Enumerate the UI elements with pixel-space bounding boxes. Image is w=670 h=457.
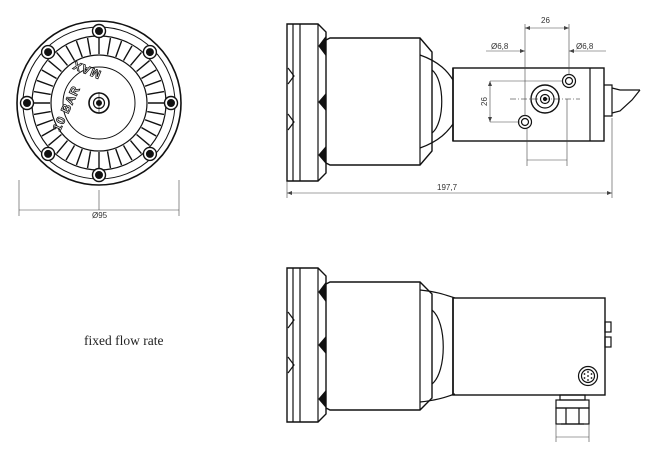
rib-line [122, 145, 133, 161]
emboss-max: MAX [70, 58, 103, 82]
hole-left-label: Ø6,8 [491, 42, 509, 51]
bolt [40, 146, 56, 162]
bolt [163, 95, 179, 111]
diameter-label: Ø95 [92, 211, 108, 220]
overall-length-label: 197,7 [437, 183, 458, 192]
bottom-fitting-dimension [555, 424, 590, 442]
rib-line [75, 40, 83, 58]
rib-line [41, 126, 57, 137]
rib-line [115, 148, 123, 166]
rib-line [86, 37, 92, 55]
bolt [142, 44, 158, 60]
rib-line [47, 60, 62, 73]
rib-line [41, 69, 57, 80]
bolt [19, 95, 35, 111]
rib-line [75, 148, 83, 166]
rib-line [141, 126, 157, 137]
rib-line [56, 51, 69, 66]
bolt [91, 23, 107, 39]
rib-line [56, 140, 69, 155]
emboss-pressure: 10 BAR [50, 83, 83, 133]
rib-line [115, 40, 123, 58]
rib-line [65, 45, 76, 61]
front-view [16, 20, 182, 186]
front-outer-ring [16, 20, 182, 186]
rib-line [106, 151, 112, 169]
rib-line [147, 110, 165, 116]
bolt [40, 44, 56, 60]
side-height-label: 26 [480, 97, 489, 106]
rib-line [136, 60, 151, 73]
top-dim-arrows [287, 26, 612, 195]
rib-line [33, 110, 51, 116]
hole-right-label: Ø6,8 [576, 42, 594, 51]
front-bolts [19, 23, 179, 183]
rib-line [36, 79, 54, 87]
connector-pins [583, 371, 593, 381]
caption: fixed flow rate [84, 333, 164, 348]
front-ribs [33, 37, 165, 169]
top-side-view [286, 23, 641, 182]
rib-line [36, 119, 54, 127]
rib-line [122, 45, 133, 61]
rib-line [33, 90, 51, 96]
top-dimensions [286, 24, 613, 198]
rib-line [129, 140, 142, 155]
rib-line [65, 145, 76, 161]
rib-line [144, 119, 162, 127]
rib-line [106, 37, 112, 55]
rib-line [147, 90, 165, 96]
rib-line [47, 133, 62, 146]
bolt [142, 146, 158, 162]
diameter-dimension [18, 180, 180, 216]
top-width-label: 26 [541, 16, 550, 25]
rib-line [144, 79, 162, 87]
rib-line [141, 69, 157, 80]
bolt [91, 167, 107, 183]
rib-line [129, 51, 142, 66]
bottom-side-view [286, 267, 612, 425]
rib-line [86, 151, 92, 169]
rib-line [136, 133, 151, 146]
